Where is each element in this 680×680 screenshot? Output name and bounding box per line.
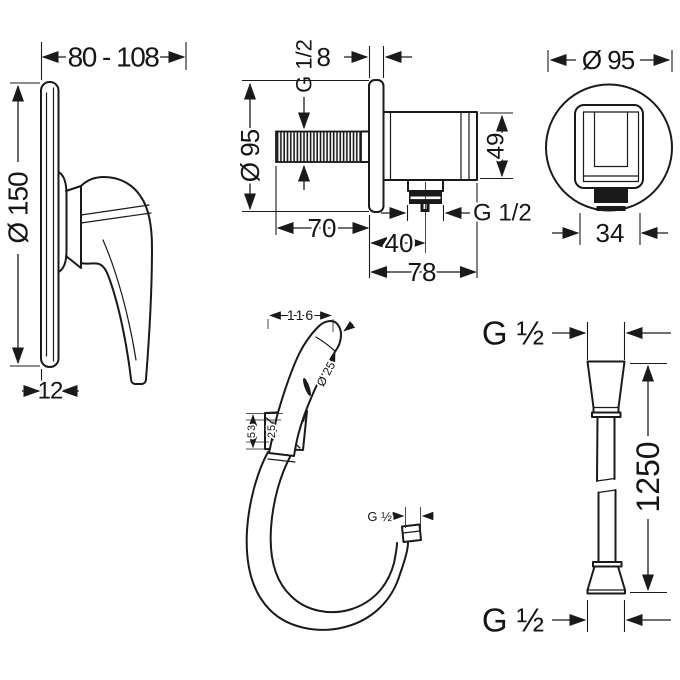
dim-outlet-thread: G 1/2 — [381, 197, 534, 229]
wall-outlet-front-view: Ø 95 34 — [545, 43, 673, 251]
dim-inlet-thread-label: G 1/2 — [292, 39, 317, 93]
shower-neck-line — [315, 336, 336, 352]
dim-mixer-width-label: 80 - 108 — [68, 42, 160, 73]
dim-mixer-thickness-label: 12 — [38, 378, 63, 405]
dim-body-height-label: 49 — [483, 133, 510, 160]
dim-hose-top-thread-label: G ½ — [482, 315, 544, 352]
front-nipple-thread — [594, 188, 628, 203]
dim-outlet-plate-thickness: 8 — [314, 40, 412, 78]
dim-plate-thickness-label: 8 — [317, 42, 331, 72]
dim-hose-length-label: 1250 — [630, 441, 666, 512]
dim-holder-inner-label: 25 — [266, 424, 278, 438]
hose-break-line — [597, 489, 617, 494]
front-nipple-tip — [596, 206, 626, 211]
outlet-plate — [368, 79, 385, 213]
dim-outlet-depth-label: 78 — [408, 257, 437, 287]
hose-inner-curve — [269, 456, 398, 614]
dim-hose-length: 1250 — [628, 362, 669, 594]
spray-trigger — [303, 378, 311, 396]
dim-holder-height-label: 53 — [246, 424, 258, 438]
dim-hose-bottom-thread-label: G ½ — [482, 602, 544, 639]
lever-highlight-line — [102, 239, 137, 361]
hose-break-line — [596, 477, 616, 482]
front-nipple-stripe — [595, 203, 627, 206]
dim-mixer-plate-thickness: 12 — [22, 369, 79, 407]
hose-top-flange — [591, 411, 622, 418]
threaded-pipe — [275, 130, 362, 163]
wall-outlet-side-view: G 1/2 8 Ø 95 70 40 — [233, 37, 535, 290]
nipple-tip-notch — [423, 204, 427, 209]
dim-handshower-length-label: 116 — [287, 307, 315, 323]
dim-handshower-length: 116 — [267, 305, 334, 332]
dim-pipe-length-label: 70 — [308, 213, 337, 243]
outlet-body — [382, 111, 478, 181]
hose-tube — [596, 416, 599, 482]
dim-outlet-inlet-thread: G 1/2 — [289, 37, 319, 190]
dim-bracket-width-label: 34 — [596, 218, 625, 248]
hose-nut — [401, 523, 422, 543]
hose-outer-curve — [245, 451, 409, 631]
grip-end-line — [267, 458, 296, 463]
arrow-line — [326, 353, 336, 376]
dim-hose-top-thread: G ½ — [479, 312, 671, 360]
dim-outlet-diameter-label: Ø 95 — [235, 129, 265, 182]
dim-handshower-thread-label: G ½ — [367, 509, 392, 524]
mixer-plate — [40, 81, 60, 368]
hand-shower-view: 116 Ø 25 53 25 G ½ — [244, 305, 434, 631]
dim-holder-height: 53 25 — [244, 413, 283, 450]
dim-front-diameter: Ø 95 — [547, 43, 673, 78]
dim-outlet-offset: 40 — [370, 226, 426, 261]
dim-front-diameter-label: Ø 95 — [582, 45, 635, 75]
part-outline — [402, 530, 421, 534]
mixer-side-view: 80 - 108 Ø 150 12 — [0, 39, 187, 407]
hand-shower-body — [268, 320, 342, 457]
mixer-hub — [57, 171, 68, 273]
dim-outlet-plate-diameter: Ø 95 — [233, 79, 369, 213]
dim-body-height: 49 — [480, 112, 513, 180]
dim-bracket-width: 34 — [552, 213, 668, 251]
dim-hose-bottom-thread: G ½ — [479, 599, 671, 641]
arrow-line — [343, 320, 356, 332]
lever-face-lines — [80, 204, 152, 224]
dim-mixer-diameter: Ø 150 — [0, 82, 40, 367]
hose-top-nut — [586, 360, 626, 414]
mixer-lever-handle — [80, 176, 153, 385]
dim-handshower-thread: G ½ — [365, 507, 434, 528]
mixer-sleeve — [65, 185, 82, 269]
dim-outlet-offset-label: 40 — [385, 228, 414, 258]
dim-outlet-thread-label: G 1/2 — [473, 200, 532, 227]
dim-pipe-length: 70 — [275, 166, 371, 278]
dim-mixer-width: 80 - 108 — [40, 39, 187, 80]
dim-outlet-depth: 78 — [370, 183, 478, 290]
shower-hose-view: G ½ 1250 G ½ — [479, 312, 671, 641]
dim-mixer-diameter-label: Ø 150 — [3, 172, 34, 244]
